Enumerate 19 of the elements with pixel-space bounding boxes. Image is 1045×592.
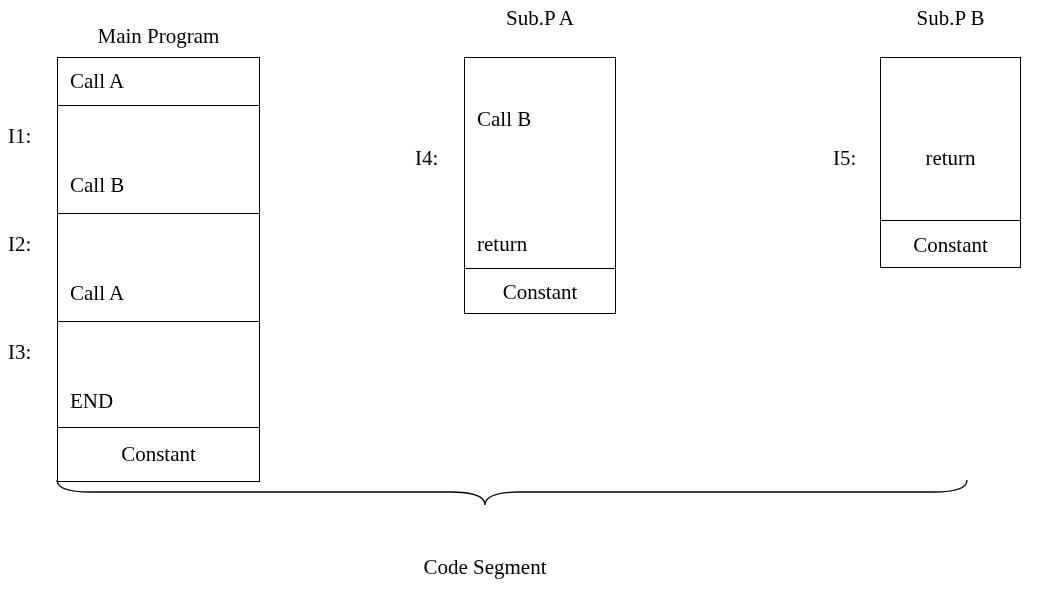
address-label: I4: bbox=[415, 146, 439, 170]
column-heading: Sub.P A bbox=[505, 6, 575, 30]
column-heading: Main Program bbox=[97, 24, 220, 48]
instruction-text: END bbox=[70, 389, 114, 413]
address-label: I5: bbox=[833, 146, 857, 170]
instruction-text: return bbox=[477, 232, 528, 256]
segment-label: Code Segment bbox=[423, 555, 547, 579]
instruction-text: Constant bbox=[502, 280, 578, 304]
instruction-text: Call B bbox=[477, 107, 532, 131]
address-label: I2: bbox=[8, 232, 32, 256]
instruction-text: Call B bbox=[70, 173, 125, 197]
instruction-text: Constant bbox=[121, 442, 196, 466]
column-heading: Sub.P B bbox=[916, 6, 985, 30]
instruction-text: Constant bbox=[913, 233, 988, 257]
instruction-text: Call A bbox=[70, 69, 125, 93]
instruction-text: Call A bbox=[70, 281, 125, 305]
address-label: I3: bbox=[8, 340, 32, 364]
instruction-text: return bbox=[925, 146, 976, 170]
address-label: I1: bbox=[8, 124, 32, 148]
